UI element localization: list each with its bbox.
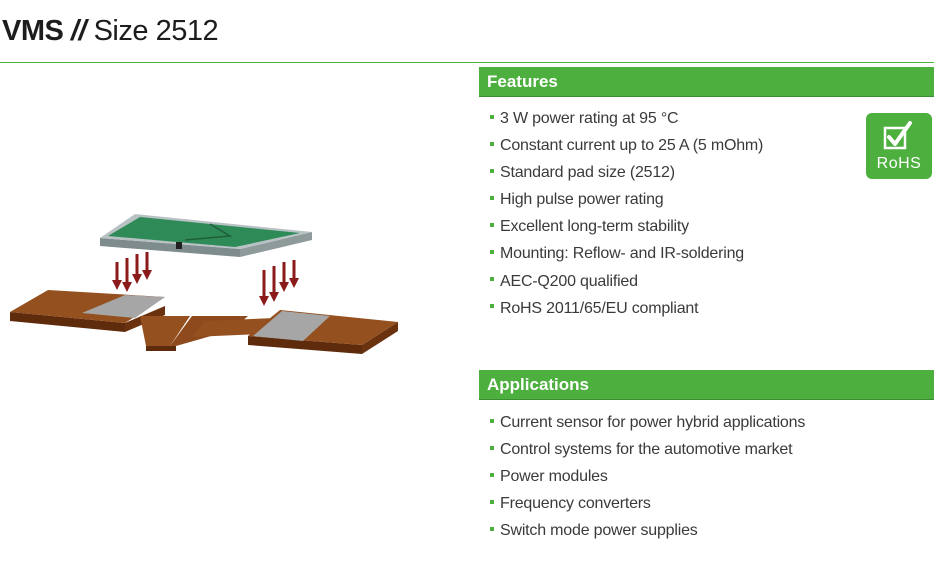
list-item: Control systems for the automotive marke… xyxy=(490,439,805,466)
title-separator: // xyxy=(70,15,87,47)
resistor-marking xyxy=(176,242,182,249)
bullet-icon xyxy=(490,527,494,532)
bullet-icon xyxy=(490,223,494,228)
arrow-down-icon xyxy=(279,262,289,292)
list-item: High pulse power rating xyxy=(490,189,763,216)
bullet-icon xyxy=(490,445,494,450)
bullet-icon xyxy=(490,196,494,201)
list-item: Mounting: Reflow- and IR-soldering xyxy=(490,243,763,270)
resistor-body-side xyxy=(100,238,240,257)
left-solder-pad xyxy=(82,295,165,318)
title-rule xyxy=(0,62,934,63)
checkbox-check-icon xyxy=(883,121,912,150)
page-title: VMS // Size 2512 xyxy=(2,14,219,48)
resistor-green-top xyxy=(108,217,300,247)
applications-header: Applications xyxy=(479,370,934,400)
bullet-icon xyxy=(490,114,494,119)
bullet-icon xyxy=(490,418,494,423)
rohs-badge: RoHS xyxy=(866,113,932,179)
list-item: Current sensor for power hybrid applicat… xyxy=(490,412,805,439)
resistor-body-end xyxy=(240,232,312,257)
bullet-icon xyxy=(490,277,494,282)
list-item: Standard pad size (2512) xyxy=(490,162,763,189)
resistor-mounting-illustration xyxy=(10,214,398,354)
bullet-icon xyxy=(490,500,494,505)
mounting-arrows-left xyxy=(112,252,152,292)
bullet-icon xyxy=(490,168,494,173)
arrow-down-icon xyxy=(269,266,279,302)
bullet-icon xyxy=(490,141,494,146)
list-item: RoHS 2011/65/EU compliant xyxy=(490,298,763,325)
product-name: VMS xyxy=(2,15,64,47)
left-trace xyxy=(140,316,190,346)
bullet-icon xyxy=(490,250,494,255)
list-item: Frequency converters xyxy=(490,493,805,520)
list-item: Power modules xyxy=(490,466,805,493)
mounting-arrows-right xyxy=(259,260,299,306)
arrow-down-icon xyxy=(259,270,269,306)
features-header: Features xyxy=(479,67,934,97)
list-item: 3 W power rating at 95 °C xyxy=(490,108,763,135)
right-solder-pad xyxy=(253,311,330,341)
resistor-trim-cut xyxy=(184,223,233,241)
features-list: 3 W power rating at 95 °C Constant curre… xyxy=(490,108,763,325)
rohs-label: RoHS xyxy=(876,155,922,172)
bullet-icon xyxy=(490,472,494,477)
right-copper-pad-side xyxy=(248,336,362,354)
left-trace-side xyxy=(146,346,170,351)
left-copper-pad-side xyxy=(10,312,125,332)
list-item: AEC-Q200 qualified xyxy=(490,271,763,298)
arrow-down-icon xyxy=(132,254,142,284)
product-size: Size 2512 xyxy=(93,15,219,47)
arrow-down-icon xyxy=(142,252,152,280)
list-item: Constant current up to 25 A (5 mOhm) xyxy=(490,135,763,162)
arrow-down-icon xyxy=(122,258,132,292)
right-copper-pad-end xyxy=(362,322,398,354)
bullet-icon xyxy=(490,304,494,309)
arrow-down-icon xyxy=(289,260,299,288)
list-item: Switch mode power supplies xyxy=(490,520,805,547)
list-item: Excellent long-term stability xyxy=(490,216,763,243)
arrow-down-icon xyxy=(112,262,122,290)
right-trace-side xyxy=(170,346,176,351)
applications-list: Current sensor for power hybrid applicat… xyxy=(490,412,805,547)
